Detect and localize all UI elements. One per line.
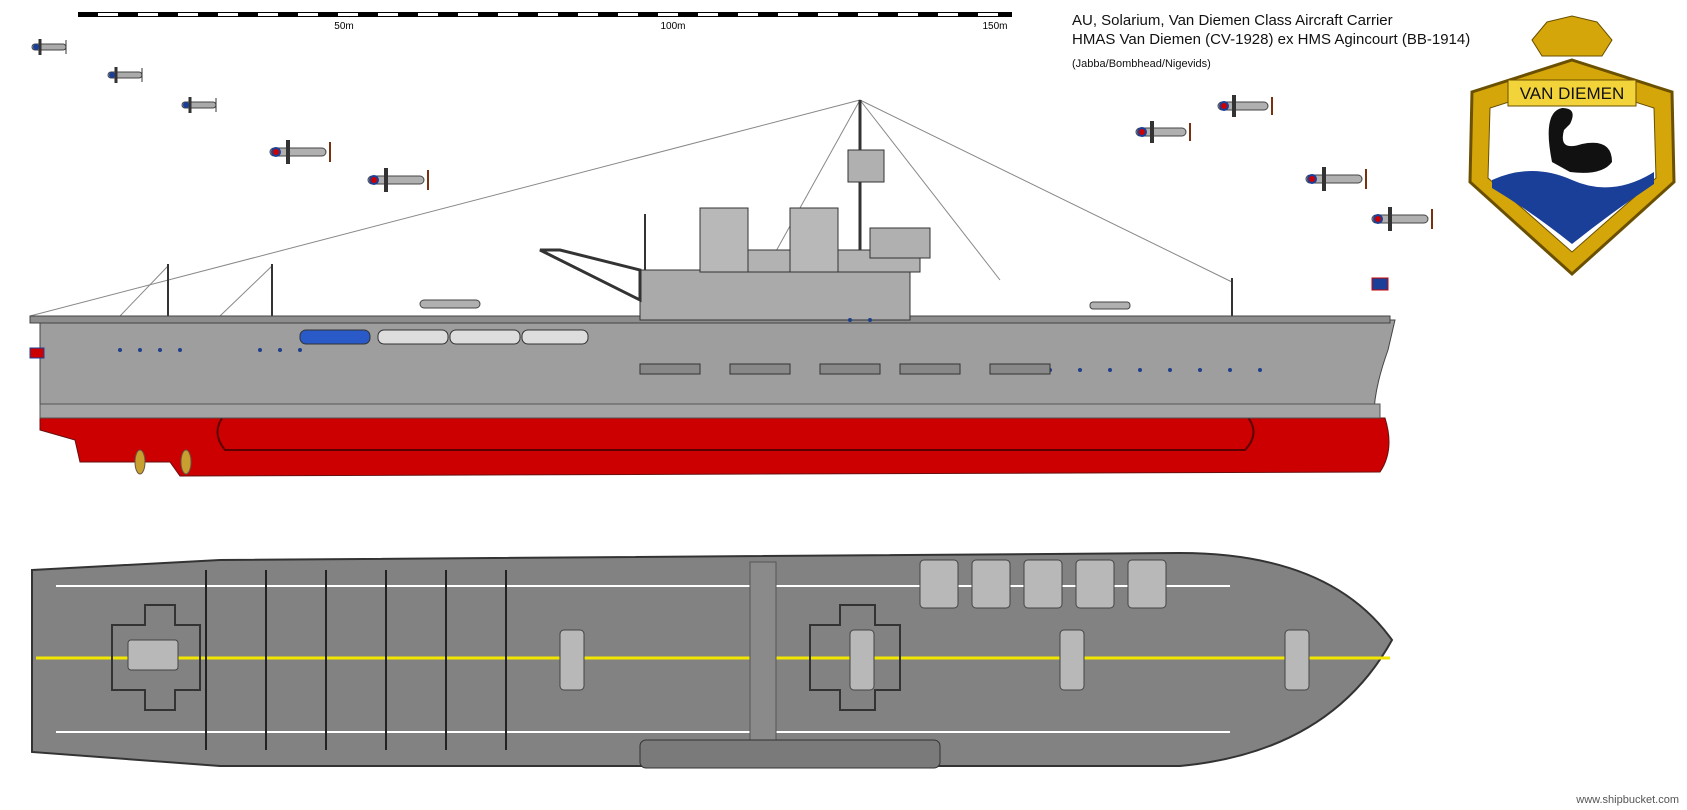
scale-bar-segments (78, 12, 1012, 17)
spotting-top (847, 149, 885, 183)
ship-plan-view (31, 551, 1394, 769)
forward-elevator (809, 604, 901, 711)
biplane-icon (1305, 167, 1367, 191)
badge-name-plate (1507, 79, 1637, 107)
arrestor-wires (205, 570, 507, 750)
badge-name: VAN DIEMEN (1520, 84, 1625, 103)
scale-label-100m: 100m (660, 21, 685, 32)
biplane-icon (269, 140, 331, 164)
biplane-icon (107, 67, 143, 83)
badge-crown-icon (1531, 15, 1613, 57)
island-base (639, 269, 911, 321)
casemate-guns (639, 363, 1051, 375)
ship-badge: VAN DIEMEN (1468, 15, 1676, 277)
torpedo-bulge (216, 413, 1255, 451)
scale-label-50m: 50m (334, 21, 353, 32)
title-line-2: HMAS Van Diemen (CV-1928) ex HMS Agincou… (1072, 31, 1471, 48)
crash-barrier (749, 561, 777, 757)
propellers (134, 449, 192, 475)
ship-boats (299, 329, 589, 345)
scale-bar: 50m 100m 150m (78, 12, 1012, 32)
rigging-lines (29, 99, 1233, 317)
biplane-icon (1135, 121, 1191, 143)
biplane-icon (31, 39, 67, 55)
biplane-icon (181, 97, 217, 113)
title-line-1: AU, Solarium, Van Diemen Class Aircraft … (1072, 12, 1393, 29)
deck-aircraft (419, 299, 1131, 310)
site-credit: www.shipbucket.com (1576, 794, 1679, 806)
biplane-icon (1217, 95, 1273, 117)
authors-credit: (Jabba/Bombhead/Nigevids) (1072, 58, 1211, 70)
crane (539, 248, 642, 303)
scale-label-150m: 150m (982, 21, 1007, 32)
ensign-flag-icon (29, 347, 45, 359)
biplane-icon (367, 168, 429, 192)
funnel-aft (789, 207, 839, 273)
jack-flag-icon (1371, 277, 1389, 291)
badge-waves (1492, 171, 1654, 244)
island-plan (639, 739, 941, 769)
ship-side-profile (29, 99, 1396, 477)
waterline-band (39, 403, 1381, 419)
parked-aircraft-plan (127, 559, 1310, 691)
funnel-forward (699, 207, 749, 273)
biplane-icon (1371, 207, 1433, 231)
aft-elevator (111, 604, 201, 711)
black-swan-icon (1548, 108, 1612, 173)
title-block: AU, Solarium, Van Diemen Class Aircraft … (1072, 12, 1492, 71)
bridge (869, 227, 931, 259)
